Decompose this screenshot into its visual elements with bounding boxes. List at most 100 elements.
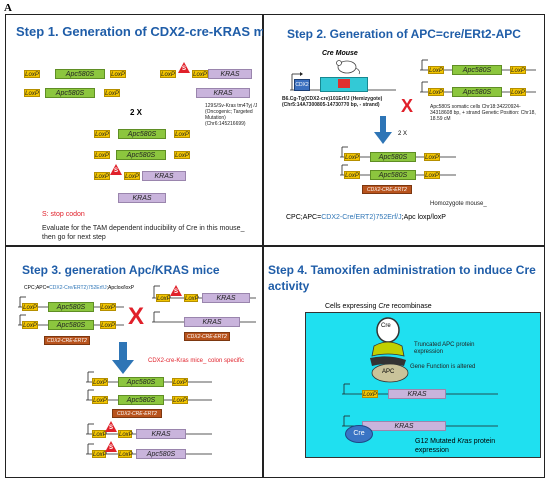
mouse-icon (336, 60, 360, 75)
apc-gene: Apc580S (48, 320, 94, 330)
cross-x-icon: X (128, 303, 145, 330)
loxp-site: LoxP (24, 89, 40, 97)
g12-suffix: protein expression (415, 438, 496, 454)
loxp-site: LoxP (428, 66, 444, 74)
stop-codon-letter: S (108, 445, 113, 451)
cdx2-cre-ert2-box: CDX2-CRE-ERT2 (44, 336, 90, 345)
loxp-site: LoxP (94, 130, 110, 138)
loxp-site: LoxP (100, 303, 116, 311)
loxp-site: LoxP (344, 153, 360, 161)
kras-strain-note: 129S/Sv-Kras tm4Tyj /J (Oncogenic; Targe… (205, 103, 258, 127)
apc-gene-variant: Apc580S (136, 449, 186, 459)
loxp-site: LoxP (424, 171, 440, 179)
cdx2-cre-ert2-box: CDX2-CRE-ERT2 (184, 332, 230, 341)
apc-gene: Apc580S (452, 87, 502, 97)
apc-gene: Apc580S (370, 152, 416, 162)
loxp-site: LoxP (424, 153, 440, 161)
stop-codon-letter: S (113, 168, 118, 174)
cre-inner-red (338, 79, 350, 88)
apc-gene: Apc580S (45, 88, 95, 98)
g12-prefix: G12 Mutated (415, 438, 458, 445)
step2-title: Step 2. Generation of APC=cre/ERt2-APC (287, 27, 521, 41)
cross-x-icon: X (401, 96, 414, 116)
loxp-site: LoxP (118, 430, 133, 438)
loxp-site: LoxP (192, 70, 208, 78)
multiplier-2x: 2 X (130, 108, 143, 117)
cre-apc-complex-icon (370, 317, 409, 383)
apc-gene: Apc580S (118, 377, 164, 387)
step3-title: Step 3. generation Apc/KRAS mice (22, 263, 220, 277)
apc-gene: Apc580S (118, 129, 166, 139)
kras-gene: KRAS (184, 317, 240, 327)
apc-protein-label: APC (382, 369, 395, 375)
cdx2-cre-ert2-box: CDX2-CRE-ERT2 (362, 185, 412, 194)
apc-gene: Apc580S (452, 65, 502, 75)
genotype-cre: CDX2-Cre/ERT2)752Erf/J (49, 285, 107, 291)
stop-codon-legend: S: stop codon (42, 211, 85, 218)
apc-gene: Apc580S (55, 69, 105, 79)
arrow-down-icon (112, 342, 134, 374)
loxp-site: LoxP (362, 390, 378, 398)
loxp-site: LoxP (344, 171, 360, 179)
apc-gene: Apc580S (370, 170, 416, 180)
multiplier-2x: 2 X (398, 131, 408, 137)
kras-gene: KRAS (202, 293, 250, 303)
stop-codon-letter: S (181, 66, 186, 72)
cre-circle: Cre (345, 425, 373, 443)
loxp-site: LoxP (22, 303, 38, 311)
loxp-site: LoxP (156, 294, 171, 302)
apc-chromosome-note: Apc580S somatic cells Chr18:34220924-343… (430, 104, 536, 122)
loxp-site: LoxP (100, 321, 116, 329)
cells-expressing-label: Cells expressing Cre recombinase (325, 303, 432, 310)
cells-suffix: recombinase (389, 303, 432, 310)
loxp-site: LoxP (172, 396, 188, 404)
cre-mouse-label: Cre Mouse (322, 50, 358, 57)
genotype-suffix: ;Apc loxp/loxP (401, 214, 446, 221)
kras-gene: KRAS (388, 389, 446, 399)
gene-function-label: Gene Function is altered (410, 364, 476, 370)
apc-gene: Apc580S (116, 150, 166, 160)
cre-small-label: Cre (381, 323, 391, 329)
step3-genotype: CPC;APC=CDX2-Cre/ERT2)752Erf/J;Apclox/lo… (24, 285, 134, 291)
genotype-cre: CDX2-Cre/ERT2)752Erf/J (321, 214, 402, 221)
loxp-site: LoxP (174, 130, 190, 138)
loxp-site: LoxP (92, 396, 108, 404)
kras-gene: KRAS (136, 429, 186, 439)
loxp-site: LoxP (124, 172, 140, 180)
cells-prefix: Cells expressing (325, 303, 379, 310)
cdx2-cre-ert2-box: CDX2-CRE-ERT2 (112, 409, 162, 418)
genotype-prefix: CPC;APC= (24, 285, 50, 291)
loxp-site: LoxP (510, 88, 526, 96)
arrow-down-icon (374, 116, 392, 144)
cells-cre: Cre (378, 303, 390, 310)
loxp-site: LoxP (94, 151, 110, 159)
loxp-site: LoxP (174, 151, 190, 159)
apc-gene: Apc580S (48, 302, 94, 312)
loxp-site: LoxP (24, 70, 40, 78)
loxp-site: LoxP (160, 70, 176, 78)
loxp-site: LoxP (92, 378, 108, 386)
stop-codon-letter: S (108, 425, 113, 431)
cdx2-box: CDX2 (294, 79, 310, 91)
figure-label: A (4, 2, 12, 14)
colon-specific-label: CDX2-cre-Kras mice_ colon specific (148, 358, 245, 364)
kras-gene: KRAS (118, 193, 166, 203)
stop-codon-icon (178, 62, 190, 73)
genotype-suffix: ;Apclox/loxP (106, 285, 135, 291)
evaluate-note: Evaluate for the TAM dependent inducibil… (42, 225, 245, 241)
stop-codon-letter: S (173, 289, 178, 295)
step1-title: Step 1. Generation of CDX2-cre-KRAS mous… (16, 24, 296, 39)
genotype-prefix: CPC;APC= (286, 214, 322, 221)
stop-codon-icon (170, 285, 182, 296)
stop-codon-icon (105, 421, 117, 432)
step2-genotype: CPC;APC=CDX2-Cre/ERT2)752Erf/J;Apc loxp/… (286, 214, 446, 221)
loxp-site: LoxP (92, 450, 107, 458)
g12-label: G12 Mutated Kras protein expression (415, 437, 505, 455)
loxp-site: LoxP (104, 89, 120, 97)
loxp-site: LoxP (22, 321, 38, 329)
loxp-site: LoxP (510, 66, 526, 74)
truncated-apc-label: Truncated APC protein expression (414, 342, 475, 355)
loxp-site: LoxP (110, 70, 126, 78)
loxp-site: LoxP (94, 172, 110, 180)
loxp-site: LoxP (118, 450, 133, 458)
